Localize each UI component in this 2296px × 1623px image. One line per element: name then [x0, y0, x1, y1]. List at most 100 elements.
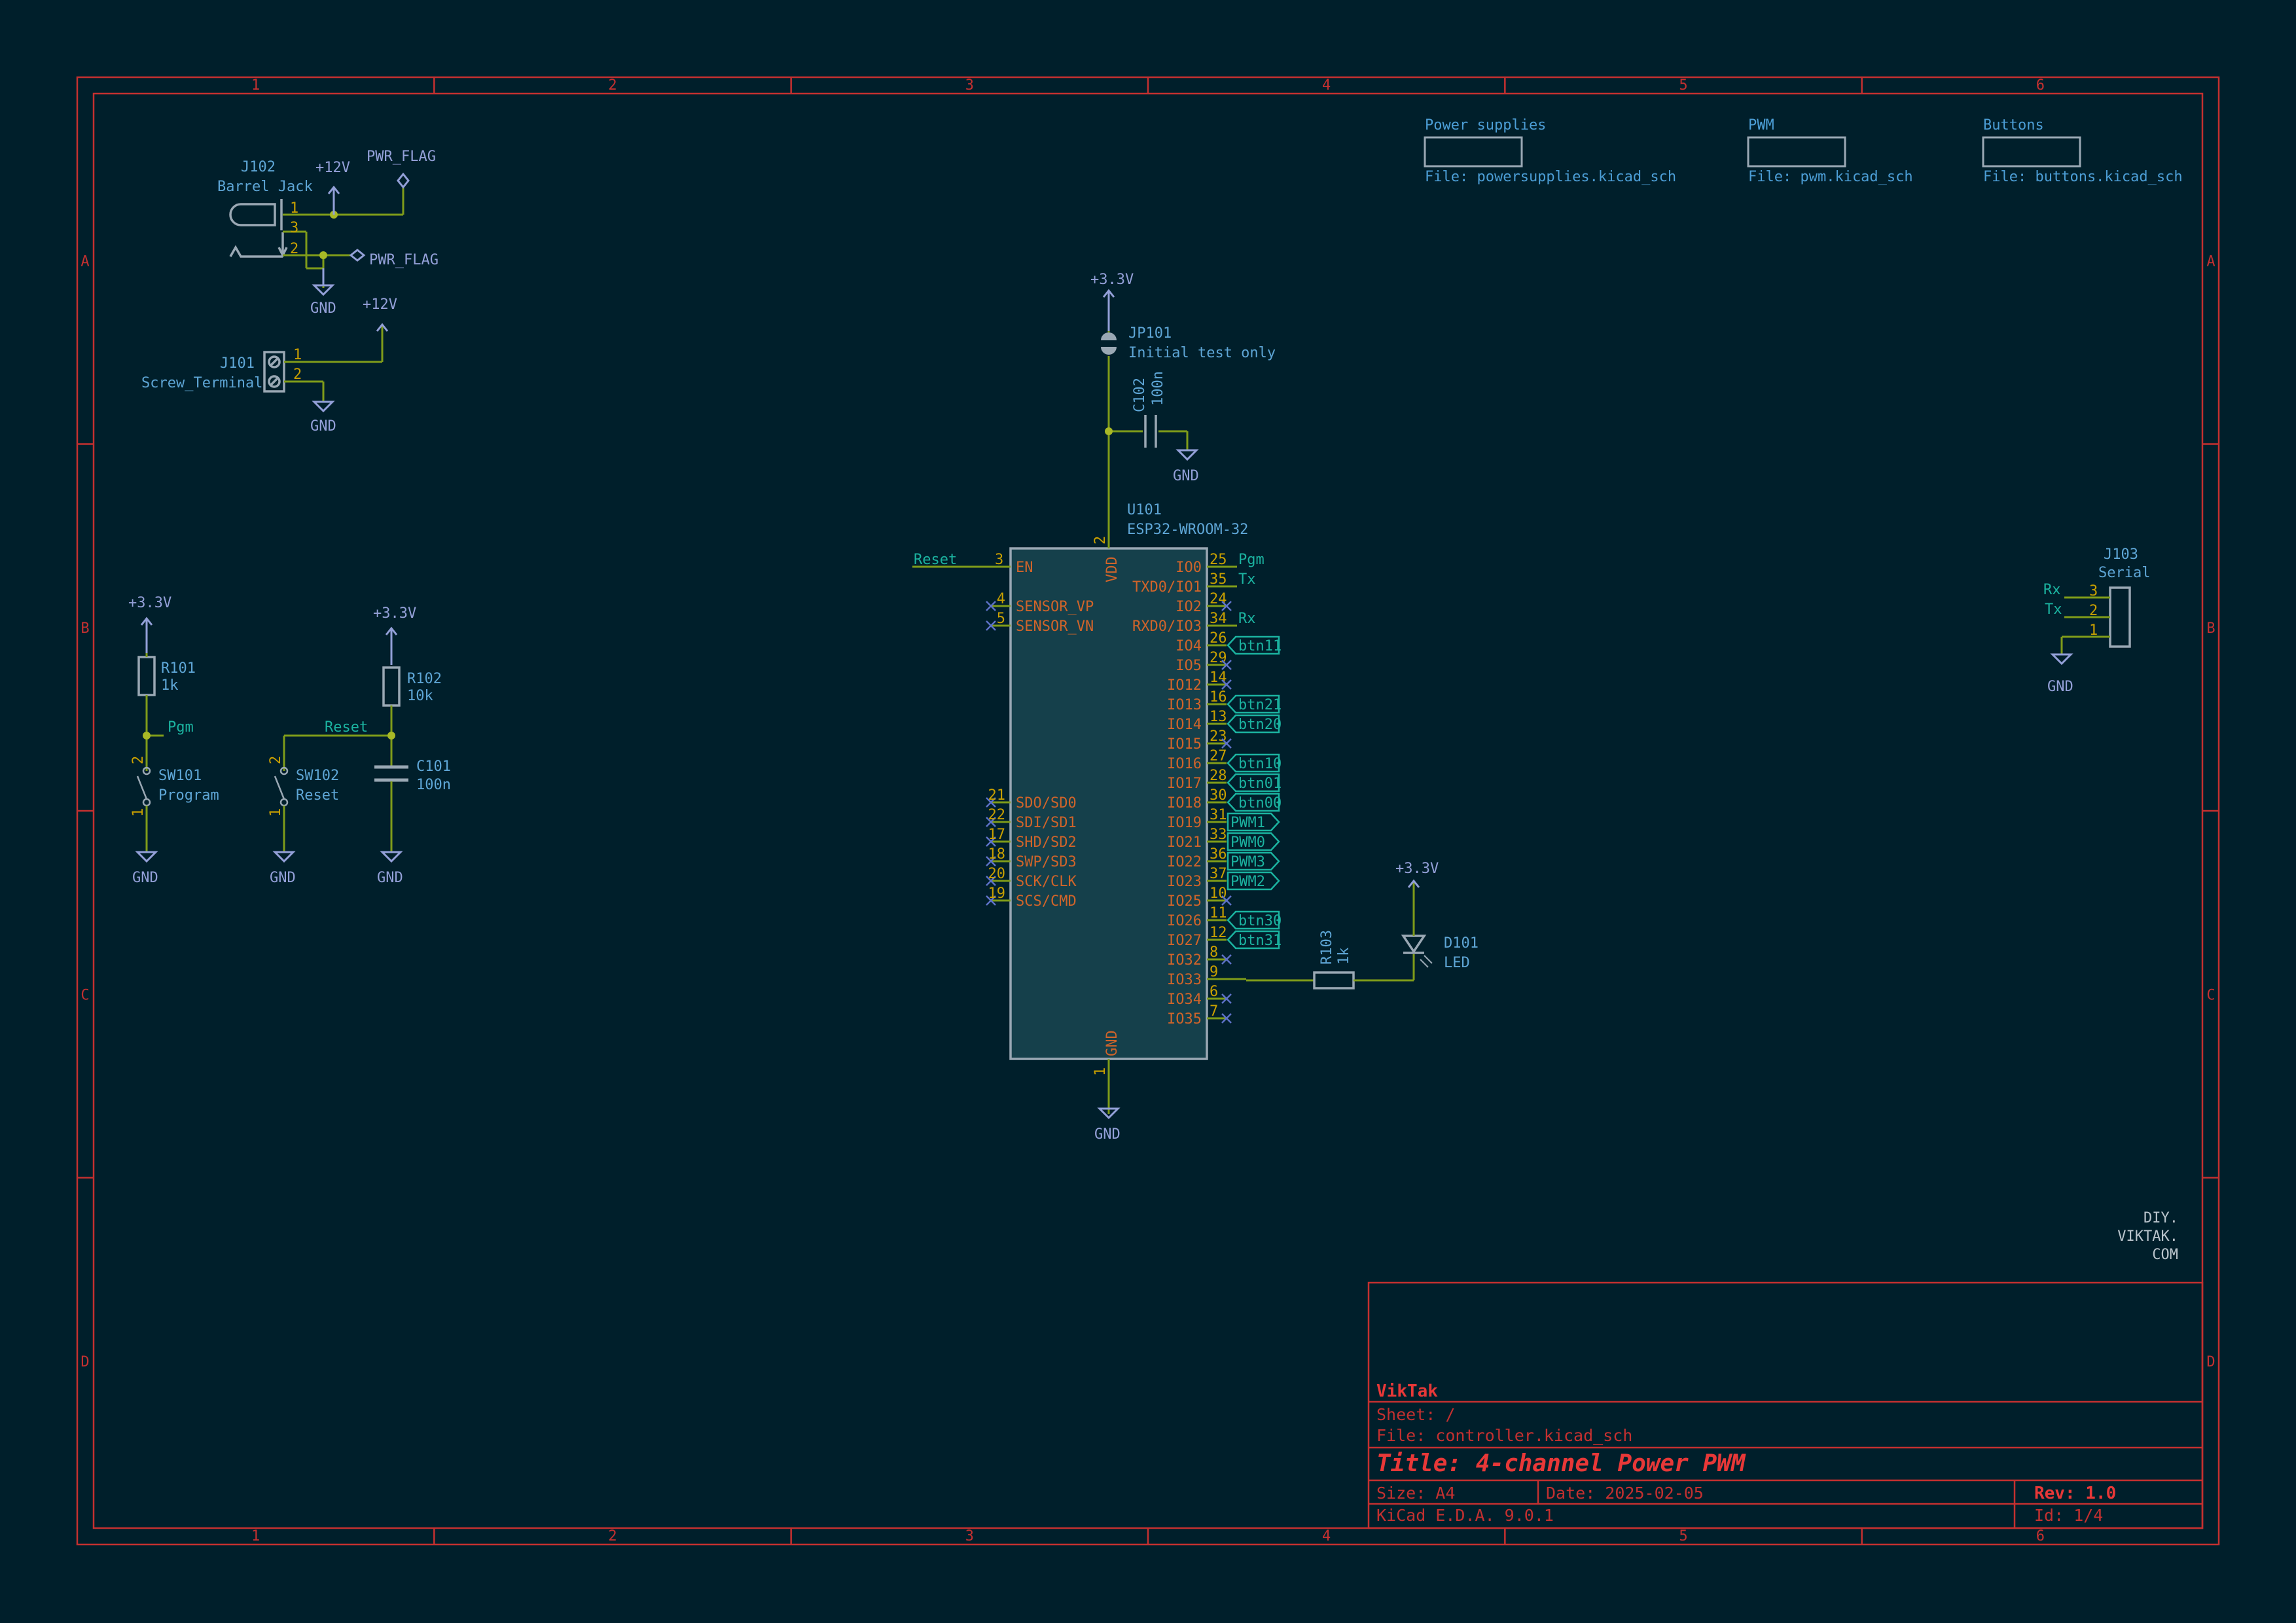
sheet-power-supplies[interactable]: Power supplies File: powersupplies.kicad… [1424, 117, 1676, 185]
power-label: +3.3V [373, 605, 416, 622]
frame-column-label: 5 [1679, 77, 1687, 94]
power-label: GND [1094, 1126, 1121, 1143]
global-label-btn00[interactable]: btn00 [1227, 793, 1282, 812]
global-label-btn30[interactable]: btn30 [1227, 910, 1282, 930]
global-label-pwm1[interactable]: PWM1 [1227, 812, 1280, 832]
power-label: +12V [315, 160, 350, 176]
ref-label: SW102 [296, 768, 339, 784]
power-label: GND [270, 870, 296, 886]
value-label: Screw_Terminal [141, 375, 262, 391]
ref-label: J101 [220, 355, 255, 372]
pin-name: IO15 [1167, 736, 1202, 753]
pin-name: IO34 [1167, 991, 1202, 1008]
ref-label: J102 [241, 159, 276, 175]
pin-number: 1 [290, 200, 298, 217]
frame-row-label: D [81, 1354, 89, 1370]
net-label: Reset [914, 552, 957, 568]
pin-number: 9 [1210, 964, 1218, 980]
global-label-text: PWM0 [1230, 834, 1265, 851]
serial-header-j103[interactable]: J103 Serial 3 2 1 Rx Tx GND [2043, 546, 2150, 695]
global-label-btn31[interactable]: btn31 [1227, 930, 1282, 950]
tb-file: File: controller.kicad_sch [1376, 1426, 1632, 1445]
global-label-pwm0[interactable]: PWM0 [1227, 832, 1280, 851]
pin-name: VDD [1104, 556, 1121, 582]
pin-name: SWP/SD3 [1016, 854, 1077, 870]
pin-number: 36 [1210, 846, 1227, 863]
pin-number: 11 [1210, 905, 1227, 921]
no-connect-marker [986, 856, 996, 866]
frame-column-label: 6 [2036, 1528, 2045, 1544]
gnd-symbol: GND [310, 401, 336, 435]
frame-column-label: 4 [1322, 1528, 1331, 1544]
value-label: Serial [2098, 565, 2150, 581]
capacitor-c102[interactable]: C102 100n GND [1132, 371, 1199, 484]
barrel-jack-j102[interactable]: J102 Barrel Jack 1 3 2 +12V PWR_FLAG [217, 149, 439, 317]
company-mark: DIY. VIKTAK. COM [2117, 1210, 2178, 1263]
no-connect-marker [986, 876, 996, 886]
pin-number: 20 [988, 866, 1006, 882]
program-switch-sw101[interactable]: +3.3V R101 1k Pgm 2 1 SW101 Program GND [128, 595, 219, 886]
frame-column-label: 3 [965, 1528, 974, 1544]
gnd-symbol: GND [132, 851, 158, 886]
ref-label: C102 [1132, 378, 1148, 412]
esp32-module-u101[interactable]: U101 ESP32-WROOM-32 2 VDD 1 GND GND Rese… [912, 502, 1282, 1143]
solder-jumper-jp101[interactable]: JP101 Initial test only [1101, 325, 1276, 361]
pin-number: 2 [2089, 603, 2098, 619]
ref-label: R103 [1319, 930, 1335, 965]
tb-tool: KiCad E.D.A. 9.0.1 [1376, 1506, 1554, 1525]
pin-number: 2 [290, 241, 298, 257]
pin-name: GND [1104, 1030, 1121, 1056]
mcu-pin: 36 IO22 PWM3 [1167, 846, 1280, 871]
pin-name: IO33 [1167, 972, 1202, 988]
global-label-text: btn10 [1238, 756, 1282, 772]
pin-number: 35 [1210, 571, 1227, 588]
global-label-btn21[interactable]: btn21 [1227, 694, 1282, 714]
gnd-symbol: GND [2047, 653, 2073, 695]
sheet-name: Buttons [1983, 117, 2044, 134]
gnd-symbol: GND [310, 268, 336, 317]
tb-id: Id: 1/4 [2034, 1506, 2103, 1525]
pin-number: 3 [290, 220, 298, 236]
status-led-d101[interactable]: R103 1k D101 LED +3.3V [1246, 861, 1479, 990]
net-label: Tx [1238, 571, 1256, 588]
global-label-text: PWM3 [1230, 854, 1265, 870]
global-label-btn01[interactable]: btn01 [1227, 773, 1282, 793]
pin-name: IO21 [1167, 834, 1202, 851]
global-label-pwm3[interactable]: PWM3 [1227, 851, 1280, 871]
global-label-btn11[interactable]: btn11 [1227, 635, 1282, 655]
reset-switch-sw102[interactable]: +3.3V R102 10k Reset 2 1 SW102 Reset GND… [268, 605, 451, 886]
frame-row-label: A [81, 253, 89, 270]
pin-name: IO22 [1167, 854, 1202, 870]
pin-name: SHD/SD2 [1016, 834, 1077, 851]
power-label: GND [132, 870, 158, 886]
sheet-pwm[interactable]: PWM File: pwm.kicad_sch [1747, 117, 1913, 185]
pin-number: 1 [268, 808, 284, 817]
sheet-buttons[interactable]: Buttons File: buttons.kicad_sch [1982, 117, 2183, 185]
ref-label: D101 [1444, 935, 1479, 952]
net-label: Rx [2043, 582, 2061, 598]
screw-terminal-j101[interactable]: J101 Screw_Terminal 1 2 +12V GND [141, 296, 397, 435]
sheet-file: File: buttons.kicad_sch [1983, 169, 2183, 185]
no-connect-marker [986, 601, 996, 611]
ref-label: U101 [1127, 502, 1162, 518]
frame-row-label: B [81, 620, 89, 637]
frame-row-label: B [2206, 620, 2215, 637]
global-label-btn20[interactable]: btn20 [1227, 714, 1282, 734]
no-connect-marker [1221, 660, 1232, 670]
pin-number: 37 [1210, 866, 1227, 882]
mcu-supply: +3.3V JP101 Initial test only C102 100n … [1090, 272, 1276, 541]
pin-name: SCS/CMD [1016, 893, 1077, 910]
global-label-text: btn20 [1238, 717, 1282, 733]
frame-row-label: D [2206, 1354, 2215, 1370]
pin-name: SENSOR_VP [1016, 599, 1094, 615]
global-label-pwm2[interactable]: PWM2 [1227, 871, 1280, 891]
pin-number: 2 [130, 756, 147, 764]
global-label-btn10[interactable]: btn10 [1227, 753, 1282, 773]
